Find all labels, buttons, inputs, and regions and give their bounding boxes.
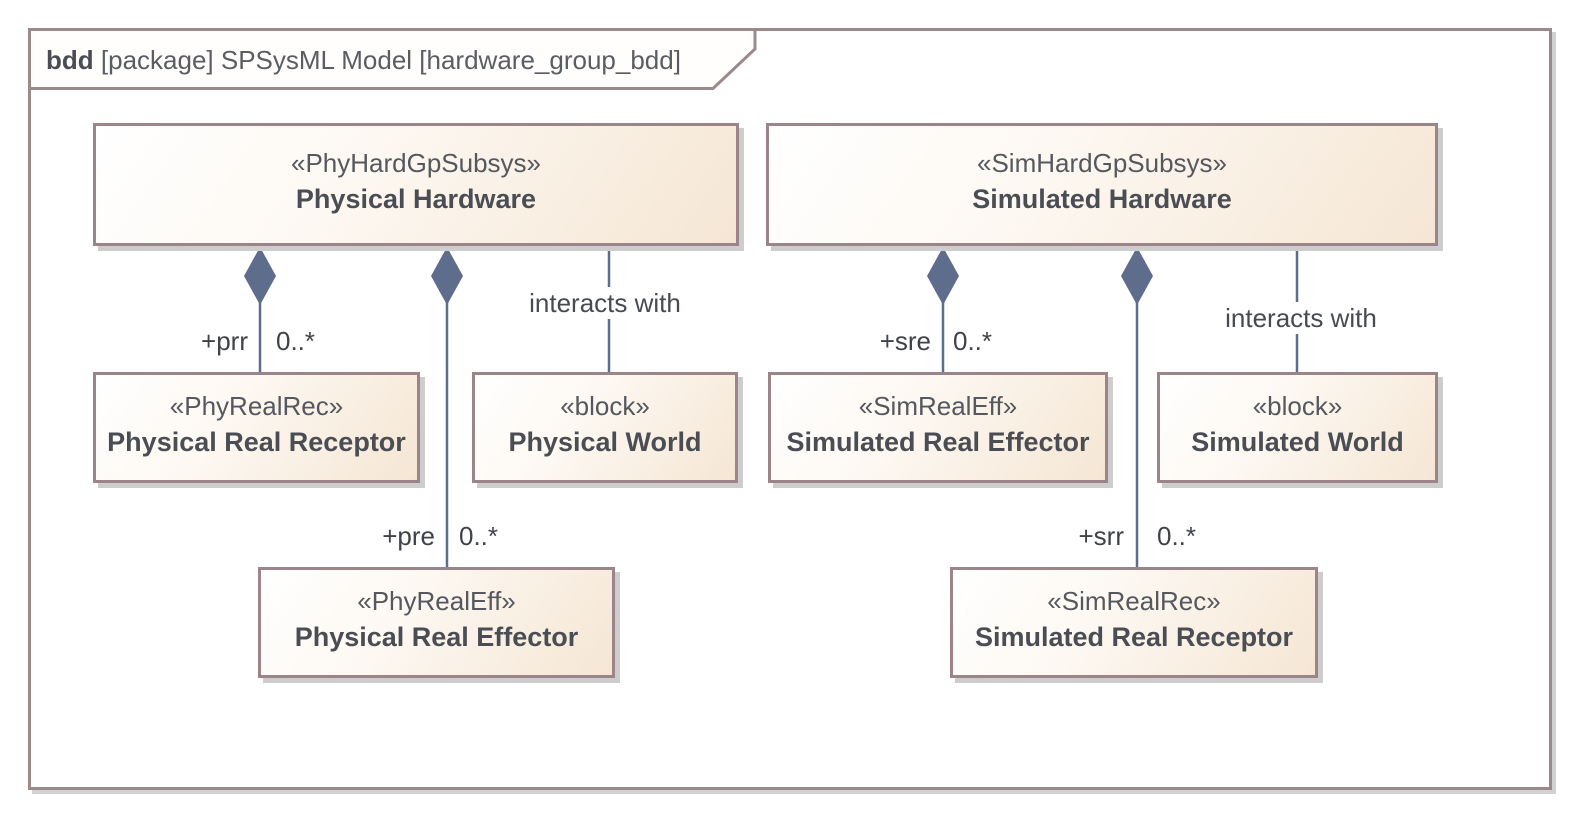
block-name: Physical Real Receptor [107,427,406,457]
stereotype-label: «PhyRealRec» [169,391,344,421]
stereotype-label: «PhyRealEff» [357,586,516,616]
block-simulated-world[interactable]: «block» Simulated World [1157,372,1438,483]
association-label-physical-world: interacts with [522,287,688,319]
association-label-simulated-world: interacts with [1218,302,1384,334]
role-label-sre: +sre [879,326,931,356]
block-physical-real-effector[interactable]: «PhyRealEff» Physical Real Effector [258,567,615,678]
frame-kind-keyword: bdd [46,45,94,75]
block-name: Simulated Hardware [972,184,1232,214]
stereotype-label: «PhyHardGpSubsys» [290,148,542,178]
block-simulated-real-receptor[interactable]: «SimRealRec» Simulated Real Receptor [950,567,1318,678]
role-label-srr: +srr [1078,521,1125,551]
block-name: Simulated Real Effector [786,427,1090,457]
frame-title: bdd [package] SPSysML Model [hardware_gr… [46,40,726,80]
frame-title-text: [package] SPSysML Model [hardware_group_… [93,45,681,75]
stereotype-label: «block» [560,391,650,421]
role-label-prr: +prr [201,326,248,356]
diagram-frame [28,28,1552,790]
stereotype-label: «SimRealRec» [1047,586,1221,616]
block-simulated-hardware[interactable]: «SimHardGpSubsys» Simulated Hardware [766,123,1438,246]
block-name: Simulated World [1191,427,1404,457]
multiplicity-label-prr: 0..* [276,326,316,356]
multiplicity-label-srr: 0..* [1157,521,1197,551]
stereotype-label: «block» [1252,391,1343,421]
block-physical-real-receptor[interactable]: «PhyRealRec» Physical Real Receptor [93,372,420,483]
stereotype-label: «SimHardGpSubsys» [977,148,1227,178]
block-name: Physical World [508,427,702,457]
block-physical-world[interactable]: «block» Physical World [472,372,738,483]
block-physical-hardware[interactable]: «PhyHardGpSubsys» Physical Hardware [93,123,739,246]
stereotype-label: «SimRealEff» [858,391,1018,421]
multiplicity-label-pre: 0..* [459,521,499,551]
block-simulated-real-effector[interactable]: «SimRealEff» Simulated Real Effector [768,372,1108,483]
role-label-pre: +pre [382,521,435,551]
block-name: Physical Hardware [295,184,537,214]
block-name: Physical Real Effector [294,622,579,652]
multiplicity-label-sre: 0..* [953,326,993,356]
block-name: Simulated Real Receptor [974,622,1294,652]
